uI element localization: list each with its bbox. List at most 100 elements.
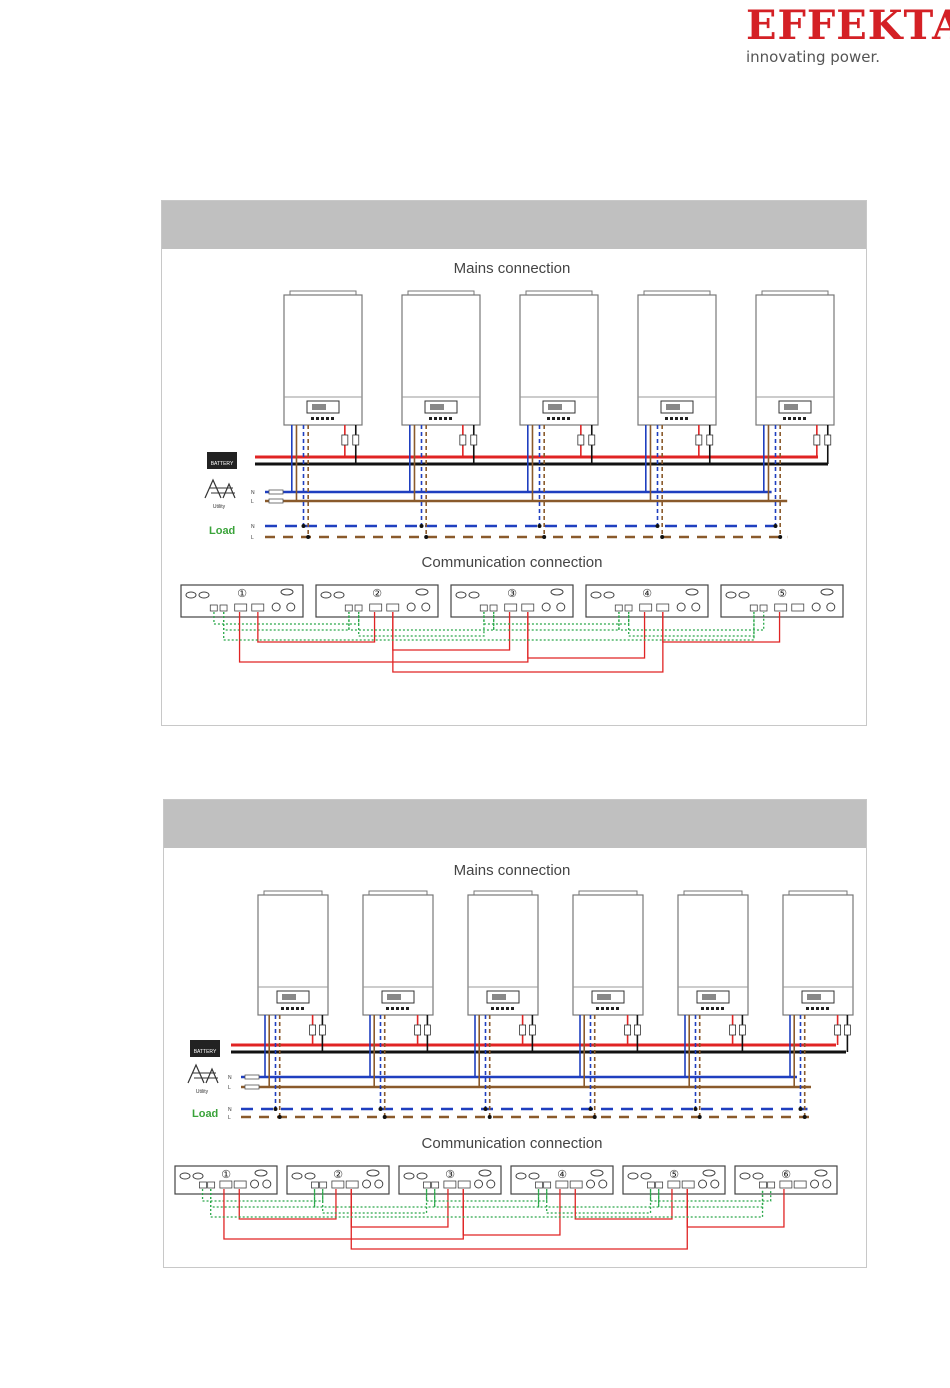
terminal-dot [706, 1007, 709, 1010]
terminal-dot [711, 1007, 714, 1010]
junction-dot [698, 1115, 702, 1119]
ac-input-connector [269, 499, 283, 503]
battery-fuse [471, 435, 477, 445]
junction-dot [488, 1115, 492, 1119]
green-comm-port [535, 1182, 542, 1188]
red-comm-port [522, 604, 534, 611]
battery-fuse [310, 1025, 316, 1035]
conductor-l-label: L [228, 1115, 231, 1121]
terminal-dot [783, 417, 786, 420]
ac-input-connector [269, 490, 283, 494]
conductor-l-label: L [251, 535, 254, 541]
battery-fuse [589, 435, 595, 445]
terminal-dot [821, 1007, 824, 1010]
conductor-n-label: N [228, 1075, 232, 1081]
red-comm-port [370, 604, 382, 611]
terminal-dot [391, 1007, 394, 1010]
terminal-dot [386, 1007, 389, 1010]
battery-label: BATTERY [211, 461, 234, 467]
terminal-dot [601, 1007, 604, 1010]
green-comm-port [480, 605, 487, 611]
green-comm-port [750, 605, 757, 611]
terminal-dot [511, 1007, 514, 1010]
utility-tower-icon [205, 480, 221, 498]
battery-fuse [424, 1025, 430, 1035]
mains-connection-title: Mains connection [454, 862, 571, 879]
junction-dot [656, 524, 660, 528]
green-comm-port [311, 1182, 318, 1188]
utility-tower-icon [223, 484, 235, 498]
junction-dot [383, 1115, 387, 1119]
red-comm-port [682, 1181, 694, 1188]
red-comm-link [687, 1189, 784, 1227]
battery-fuse [415, 1025, 421, 1035]
green-comm-port [760, 605, 767, 611]
unit-number-label: ① [237, 587, 247, 600]
red-comm-link [393, 612, 510, 650]
red-comm-port [775, 604, 787, 611]
load-label: Load [192, 1108, 218, 1120]
battery-fuse [625, 1025, 631, 1035]
battery-fuse [730, 1025, 736, 1035]
terminal-dot [816, 1007, 819, 1010]
battery-fuse [825, 435, 831, 445]
junction-dot [778, 535, 782, 539]
junction-dot [803, 1115, 807, 1119]
green-comm-port [615, 605, 622, 611]
unit-number-label: ③ [445, 1168, 455, 1181]
red-comm-port [556, 1181, 568, 1188]
green-comm-port [423, 1182, 430, 1188]
terminal-dot [401, 1007, 404, 1010]
unit-number-label: ① [221, 1168, 231, 1181]
inverter-screen [548, 404, 562, 410]
junction-dot [660, 535, 664, 539]
terminal-dot [311, 417, 314, 420]
red-comm-link [351, 1189, 448, 1227]
terminal-dot [811, 1007, 814, 1010]
green-comm-port [220, 605, 227, 611]
inverter-screen [312, 404, 326, 410]
green-comm-port [320, 1182, 327, 1188]
red-comm-link [463, 1189, 560, 1235]
conductor-n-label: N [228, 1107, 232, 1113]
inverter-screen [597, 994, 611, 1000]
unit-number-label: ② [372, 587, 382, 600]
battery-fuse [460, 435, 466, 445]
terminal-dot [444, 417, 447, 420]
red-comm-port [668, 1181, 680, 1188]
battery-fuse [520, 1025, 526, 1035]
junction-dot [589, 1107, 593, 1111]
red-comm-port [220, 1181, 232, 1188]
inverter-screen [387, 994, 401, 1000]
battery-fuse [578, 435, 584, 445]
unit-number-label: ④ [642, 587, 652, 600]
terminal-dot [826, 1007, 829, 1010]
terminal-dot [434, 417, 437, 420]
junction-dot [774, 524, 778, 528]
conductor-l-label: L [251, 499, 254, 505]
terminal-dot [557, 417, 560, 420]
inverter-screen [492, 994, 506, 1000]
junction-dot [694, 1107, 698, 1111]
load-label: Load [209, 525, 235, 537]
conductor-l-label: L [228, 1085, 231, 1091]
battery-fuse [739, 1025, 745, 1035]
terminal-dot [562, 417, 565, 420]
ac-input-connector [245, 1085, 259, 1089]
terminal-dot [680, 417, 683, 420]
terminal-dot [552, 417, 555, 420]
terminal-dot [286, 1007, 289, 1010]
terminal-dot [491, 1007, 494, 1010]
terminal-dot [616, 1007, 619, 1010]
utility-label: Utility [196, 1089, 209, 1095]
terminal-dot [429, 417, 432, 420]
terminal-dot [301, 1007, 304, 1010]
red-comm-port [570, 1181, 582, 1188]
junction-dot [306, 535, 310, 539]
red-comm-link [528, 612, 645, 658]
junction-dot [274, 1107, 278, 1111]
battery-fuse [634, 1025, 640, 1035]
terminal-dot [281, 1007, 284, 1010]
battery-fuse [529, 1025, 535, 1035]
